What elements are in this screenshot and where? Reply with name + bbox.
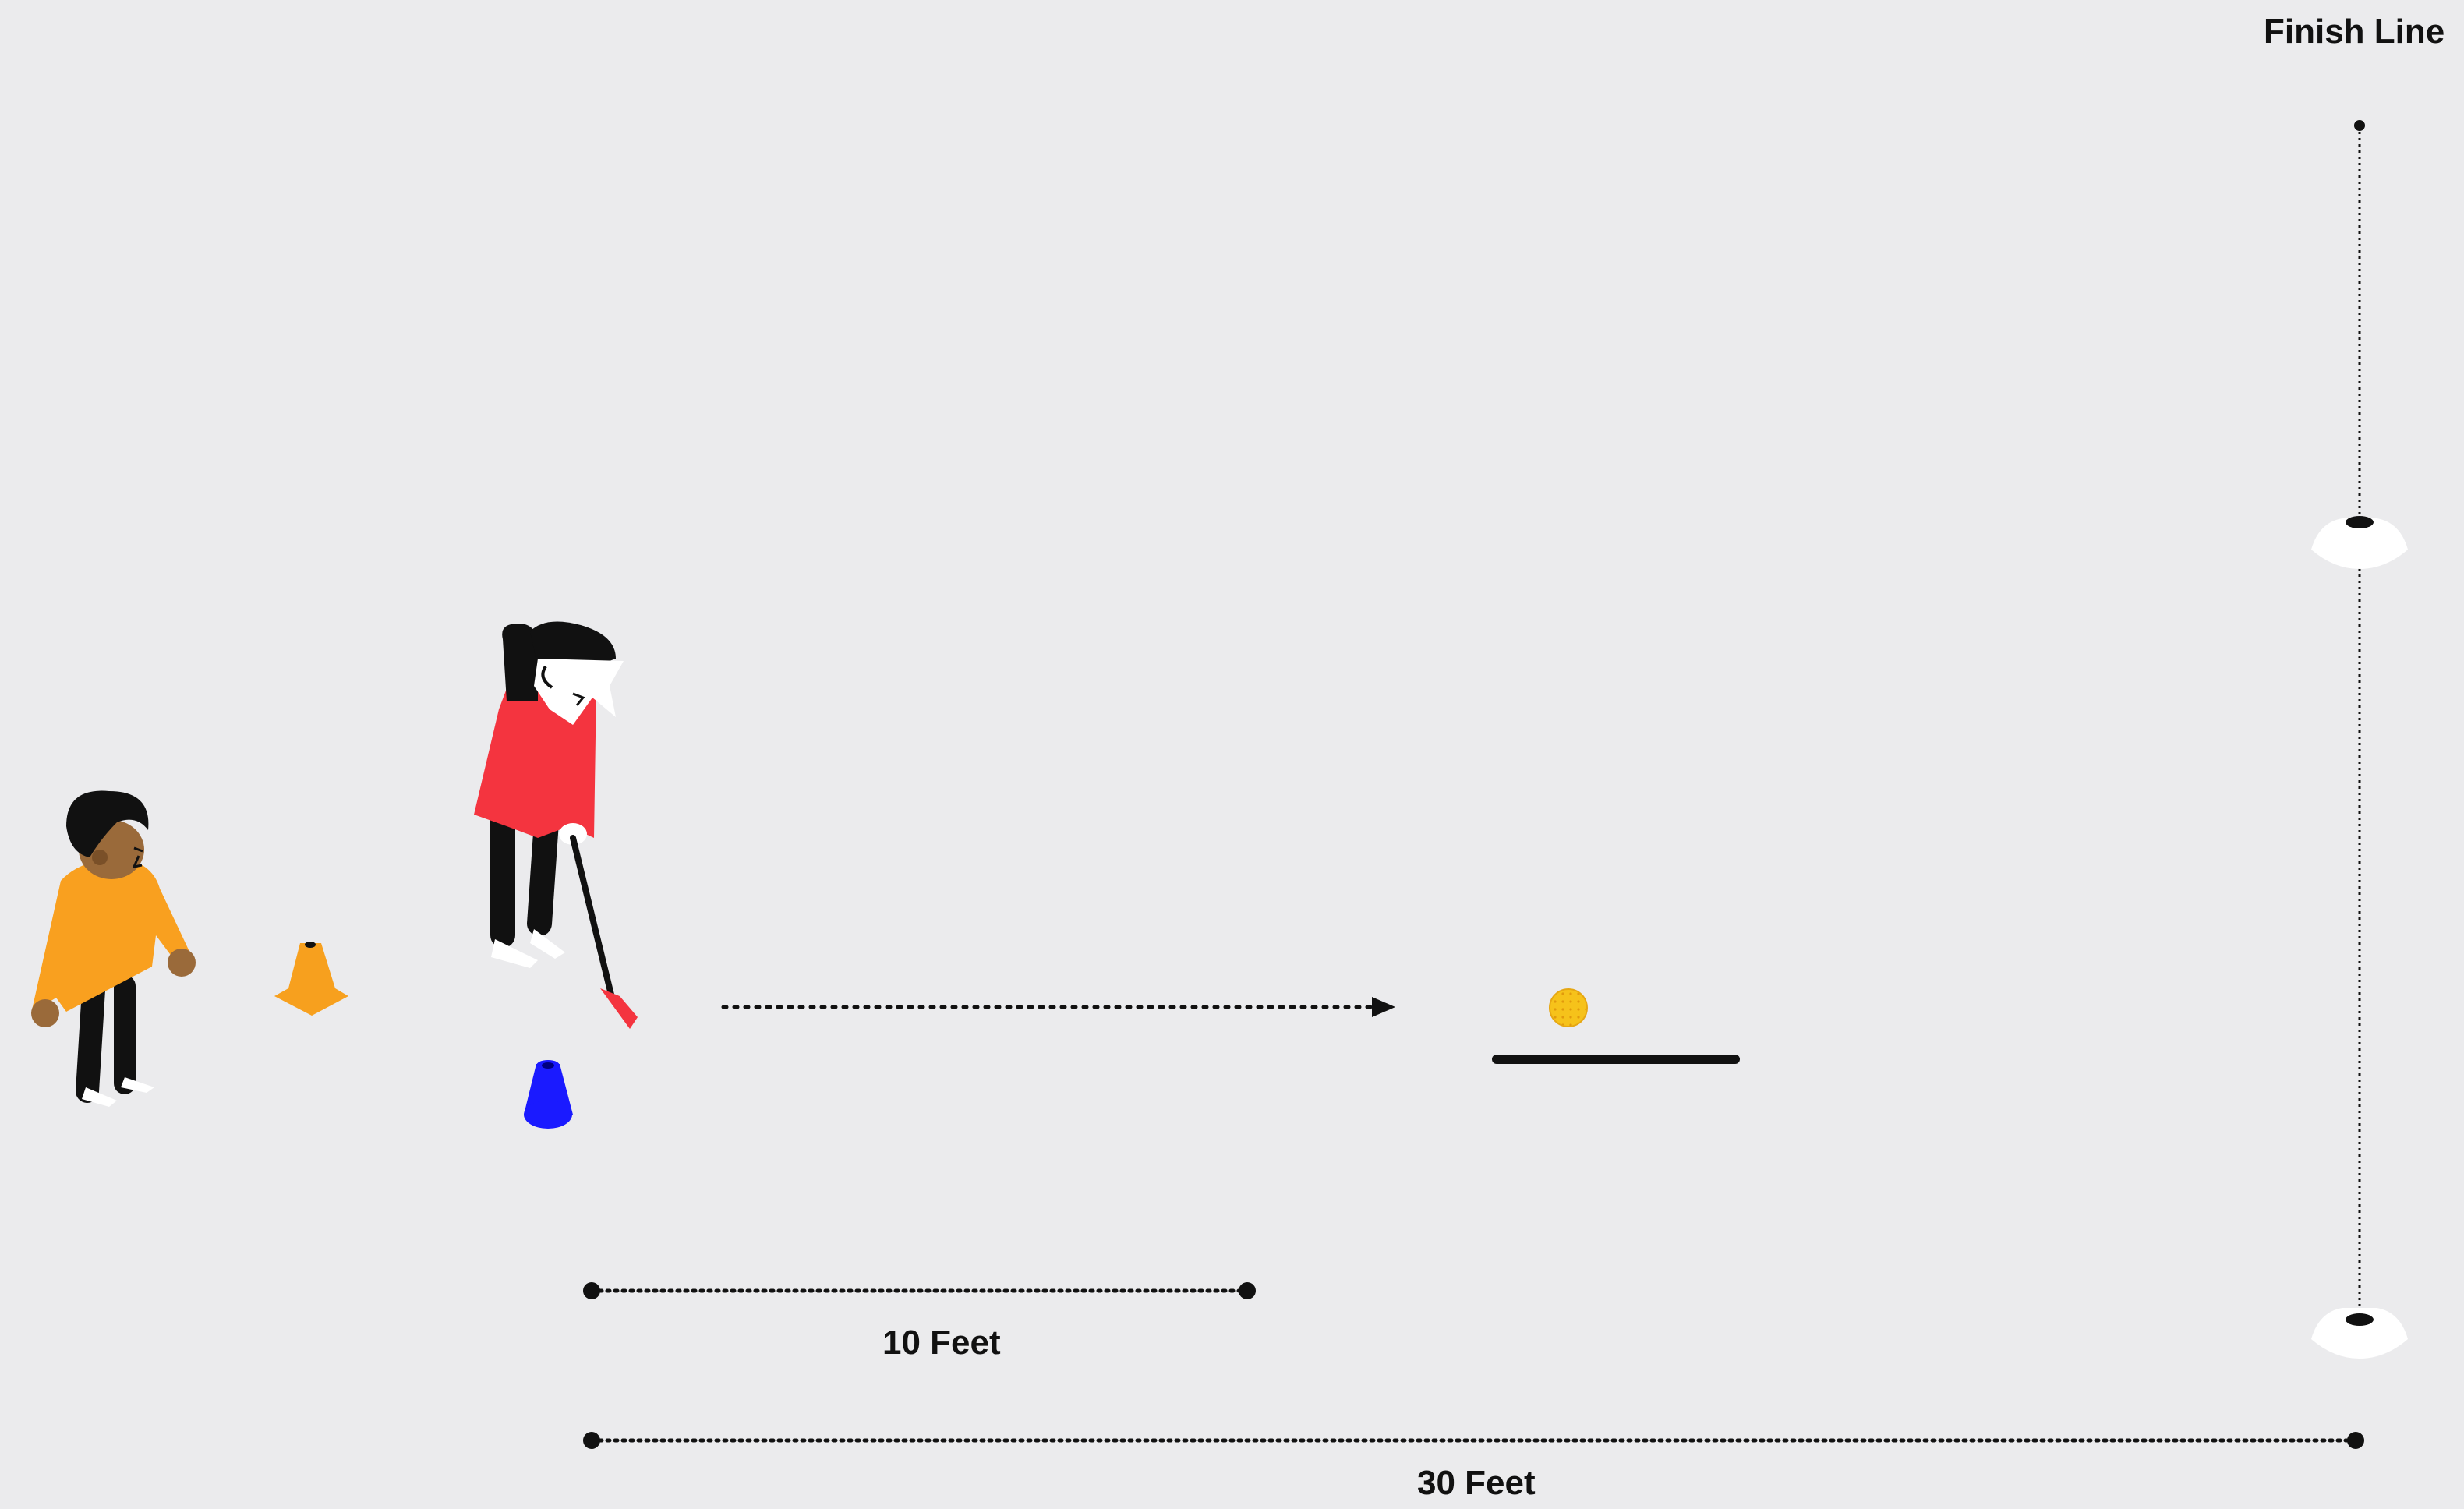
measure-30-feet — [583, 1432, 2364, 1449]
finish-line-label: Finish Line — [2264, 12, 2445, 51]
coach-figure — [31, 791, 196, 1107]
golf-ball-icon — [1550, 989, 1587, 1027]
blue-cone-icon — [524, 1060, 573, 1129]
putt-direction-arrow — [723, 997, 1395, 1017]
measure-10-feet — [583, 1282, 1256, 1299]
distance-label-10-feet: 10 Feet — [882, 1323, 1001, 1362]
finish-line-marker — [2354, 120, 2365, 1321]
distance-label-30-feet: 30 Feet — [1417, 1464, 1536, 1503]
player-figure — [474, 622, 624, 998]
orange-cone-icon — [274, 942, 348, 1016]
dome-cone-icon — [2311, 1308, 2408, 1359]
putter-icon — [600, 988, 638, 1029]
dome-cone-icon — [2311, 516, 2408, 569]
